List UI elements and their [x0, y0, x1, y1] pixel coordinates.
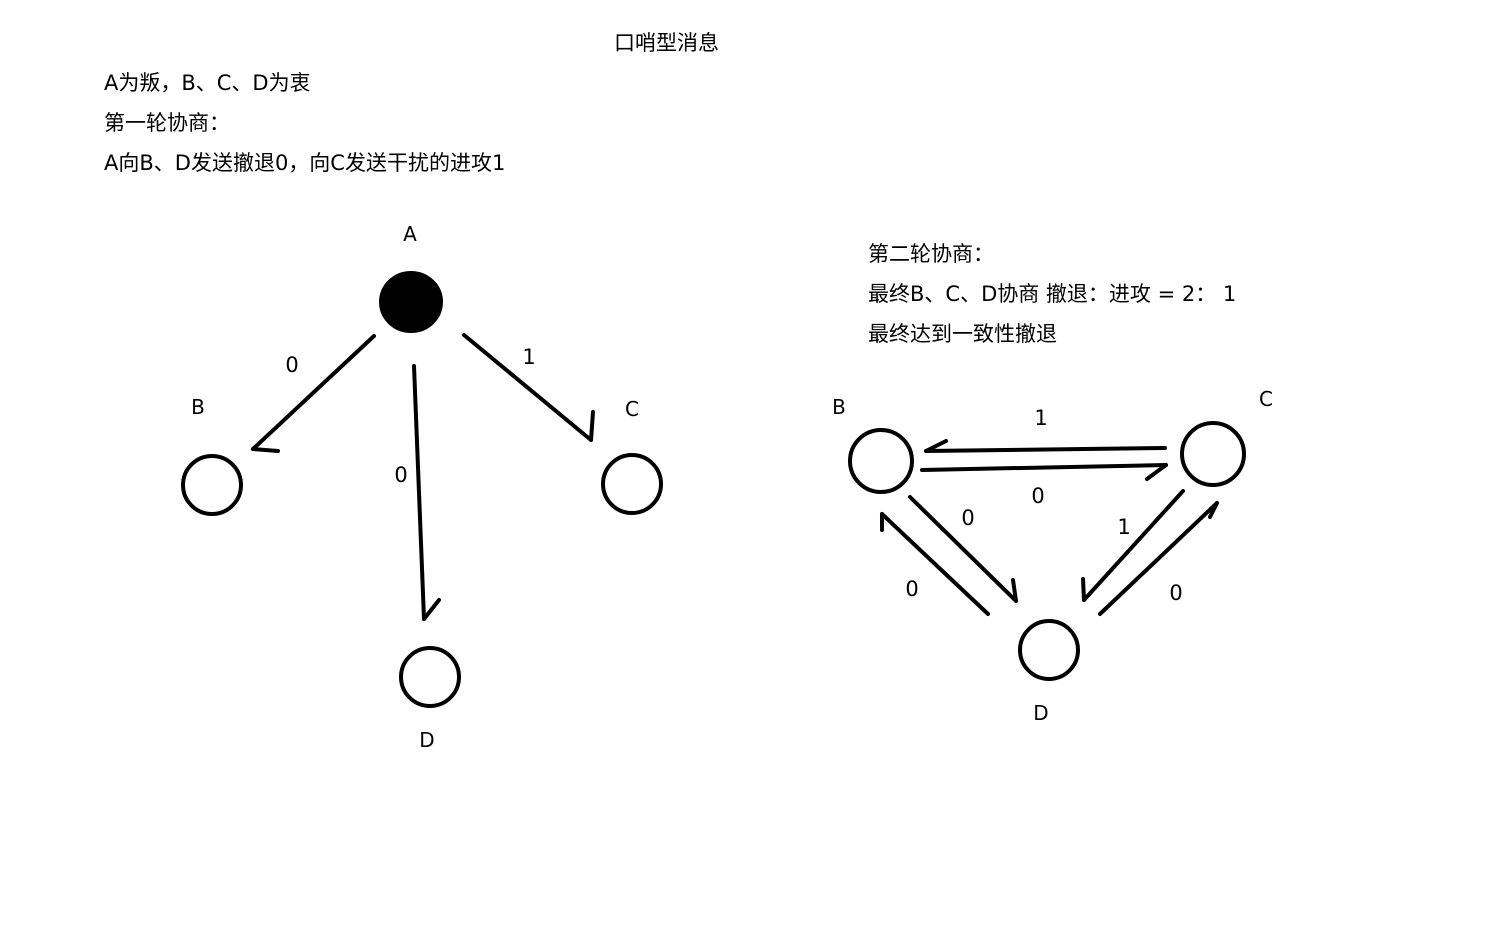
edge-a-to-d-label: 0 — [394, 463, 407, 487]
node-d-label: D — [419, 728, 434, 752]
edge-b-to-c — [920, 463, 1168, 481]
node-a-label: A — [403, 222, 417, 246]
page-title: 口哨型消息 — [614, 31, 719, 55]
round1-premise: A为叛，B、C、D为衷 — [104, 71, 311, 95]
round1-diagram — [181, 271, 663, 708]
edge-c-to-b — [924, 439, 1167, 453]
edge-c-to-d-label: 1 — [1117, 515, 1130, 539]
round2-conclusion: 最终达到一致性撤退 — [868, 322, 1057, 346]
node-b2-label: B — [832, 395, 846, 419]
edge-a-to-c-label: 1 — [522, 345, 535, 369]
edge-d-to-c — [1098, 501, 1219, 616]
edge-c-to-b-label: 1 — [1034, 406, 1047, 430]
edge-b-to-c-label: 0 — [1031, 484, 1044, 508]
node-c2 — [1180, 421, 1246, 487]
edge-c-to-d — [1081, 489, 1185, 602]
node-a-traitor — [379, 271, 443, 333]
edge-d-to-c-label: 0 — [1169, 581, 1182, 605]
node-b-label: B — [191, 395, 205, 419]
edge-a-to-b-label: 0 — [285, 353, 298, 377]
node-c — [601, 453, 663, 515]
node-d2 — [1018, 619, 1080, 681]
node-b2 — [848, 428, 914, 494]
edge-d-to-b — [880, 512, 990, 616]
node-c2-label: C — [1259, 387, 1273, 411]
node-d2-label: D — [1033, 701, 1048, 725]
edge-a-to-d — [412, 364, 441, 621]
node-c-label: C — [625, 397, 639, 421]
node-b — [181, 454, 243, 516]
round2-diagram — [848, 421, 1246, 681]
edge-b-to-d — [908, 495, 1018, 603]
edge-d-to-b-label: 0 — [905, 577, 918, 601]
round1-heading: 第一轮协商： — [104, 111, 230, 135]
edge-a-to-c — [462, 333, 595, 442]
round2-heading: 第二轮协商： — [868, 242, 994, 266]
node-d — [399, 646, 461, 708]
round1-description: A向B、D发送撤退0，向C发送干扰的进攻1 — [104, 151, 506, 175]
edge-a-to-b — [251, 334, 376, 453]
round2-ratio: 最终B、C、D协商 撤退：进攻 = 2： 1 — [868, 282, 1237, 306]
edge-b-to-d-label: 0 — [961, 506, 974, 530]
